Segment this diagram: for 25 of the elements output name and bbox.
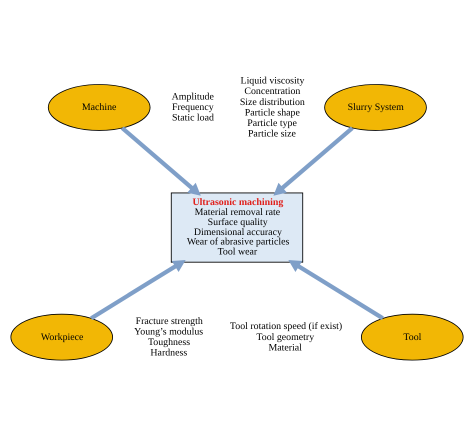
arrow (273, 126, 354, 196)
node-label: Amplitude (172, 90, 214, 102)
node-label: Concentration (244, 86, 300, 97)
node-label: Fracture strength (136, 315, 203, 326)
arrow (288, 259, 384, 320)
node-label: Material (268, 342, 302, 353)
node-label: Liquid viscosity (240, 75, 304, 86)
node-box: Ultrasonic machining Material removal rate Surface quality Dimensional accuracy Wear of abrasive particles Tool wear (170, 192, 304, 262)
node-ellipse: Tool (360, 313, 464, 360)
node-label: Particle shape (244, 106, 300, 118)
node-label: Frequency (172, 102, 214, 113)
arrow (90, 259, 186, 320)
node-label: Size distribution (240, 96, 305, 108)
node-ellipse: Workpiece (10, 313, 114, 360)
node-label: Toughness (148, 336, 190, 348)
node-label: Particle type (247, 117, 297, 128)
node-label: Tool geometry (256, 331, 314, 342)
node-label: Particle size (248, 128, 296, 140)
node-ellipse: Machine (48, 84, 150, 130)
node-label: Hardness (150, 347, 188, 358)
node-label: Tool rotation speed (if exist) (230, 320, 342, 332)
node-label: Young’s modulus (134, 326, 204, 337)
arrow (120, 126, 201, 196)
node-label: Static load (172, 112, 214, 124)
node-ellipse: Slurry System (324, 84, 427, 130)
